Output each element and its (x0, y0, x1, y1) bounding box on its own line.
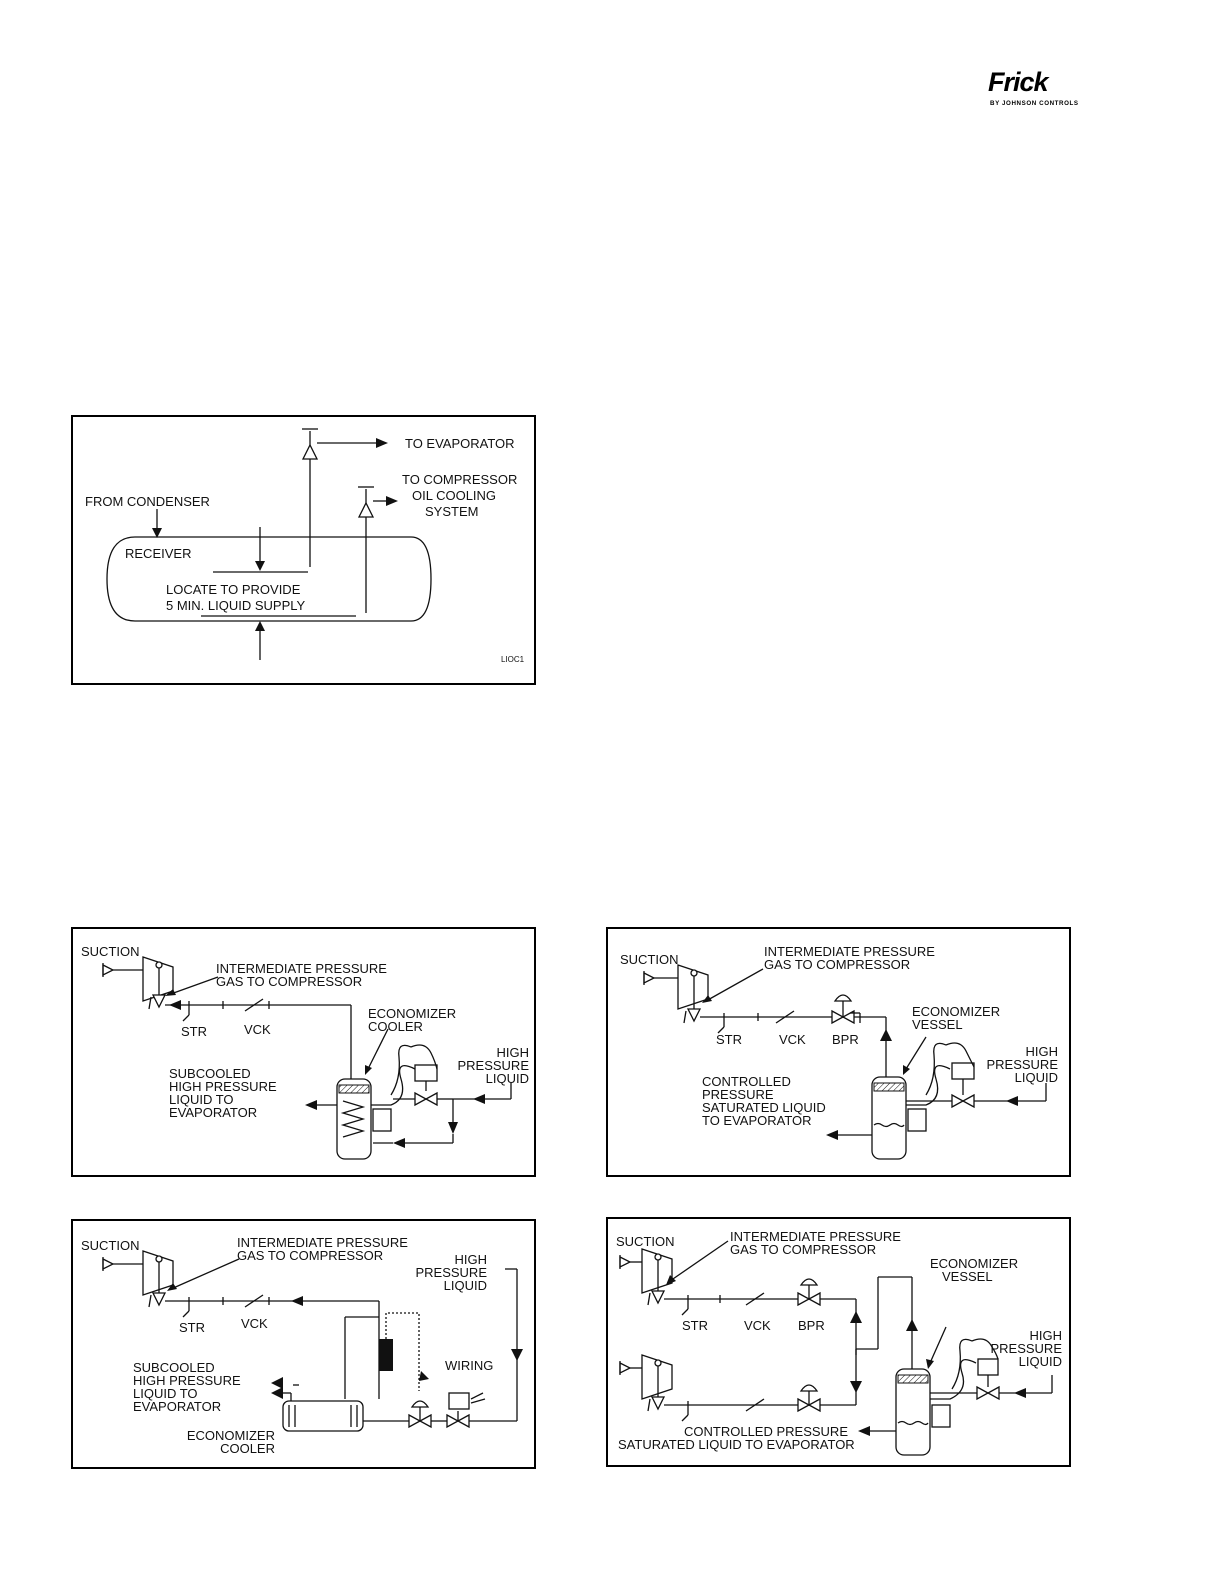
economizer-label-line2: COOLER (368, 1019, 423, 1034)
high-pressure-label-line3: LIQUID (485, 1071, 529, 1086)
economizer-label-line1: ECONOMIZER (186, 1428, 275, 1443)
figure-code: LIOC1 (501, 655, 525, 664)
str-label: STR (682, 1318, 708, 1333)
horizontal-economizer-cooler-diagram: SUCTION INTERMEDIATE PRESSURE GAS TO COM… (71, 1219, 536, 1469)
high-pressure-label-line3: LIQUID (443, 1278, 487, 1293)
controlled-label-line3: SATURATED LIQUID (702, 1100, 826, 1115)
locate-label-line2: 5 MIN. LIQUID SUPPLY (166, 598, 306, 613)
to-compressor-label-line2: OIL COOLING (412, 488, 497, 503)
controlled-label-line1: CONTROLLED (702, 1074, 791, 1089)
high-pressure-label-line1: HIGH (496, 1045, 530, 1060)
controlled-label-line1: CONTROLLED PRESSURE (684, 1424, 848, 1439)
subcooled-label-line2: HIGH PRESSURE (133, 1373, 241, 1388)
from-condenser-label: FROM CONDENSER (85, 494, 210, 509)
bpr-label: BPR (832, 1032, 859, 1047)
to-compressor-label-line1: TO COMPRESSOR (402, 472, 518, 487)
frick-logo: Frick BY JOHNSON CONTROLS (984, 64, 1079, 112)
economizer-label-line1: ECONOMIZER (368, 1006, 457, 1021)
bpr-label: BPR (798, 1318, 825, 1333)
economizer-cooler-drawing (102, 956, 512, 1160)
subcooled-label-line1: SUBCOOLED (169, 1066, 251, 1081)
str-label: STR (181, 1024, 207, 1039)
suction-label: SUCTION (81, 1238, 140, 1253)
high-pressure-label-line2: PRESSURE (986, 1057, 1058, 1072)
to-evaporator-label: TO EVAPORATOR (405, 436, 515, 451)
suction-label: SUCTION (616, 1234, 675, 1249)
subcooled-label-line1: SUBCOOLED (133, 1360, 215, 1375)
receiver-diagram: TO EVAPORATOR TO COMPRESSOR OIL COOLING … (71, 415, 536, 685)
locate-label-line1: LOCATE TO PROVIDE (166, 582, 301, 597)
vck-label: VCK (241, 1316, 268, 1331)
intermediate-label-line1: INTERMEDIATE PRESSURE (237, 1235, 408, 1250)
receiver-label: RECEIVER (125, 546, 192, 561)
dual-economizer-vessel-drawing (619, 1240, 1053, 1456)
suction-label: SUCTION (81, 944, 140, 959)
intermediate-label-line2: GAS TO COMPRESSOR (730, 1242, 877, 1257)
high-pressure-label-line1: HIGH (1029, 1328, 1063, 1343)
to-compressor-label-line3: SYSTEM (425, 504, 479, 519)
economizer-cooler-diagram: SUCTION INTERMEDIATE PRESSURE GAS TO COM… (71, 927, 536, 1177)
horizontal-economizer-cooler-drawing (102, 1250, 523, 1432)
economizer-label-line2: VESSEL (912, 1017, 963, 1032)
high-pressure-label-line1: HIGH (454, 1252, 488, 1267)
economizer-label-line1: ECONOMIZER (912, 1004, 1001, 1019)
vck-label: VCK (244, 1022, 271, 1037)
suction-label: SUCTION (620, 952, 679, 967)
logo-brand: Frick (988, 67, 1049, 97)
high-pressure-label-line2: PRESSURE (457, 1058, 529, 1073)
high-pressure-label-line3: LIQUID (1014, 1070, 1058, 1085)
intermediate-label-line1: INTERMEDIATE PRESSURE (216, 961, 387, 976)
str-label: STR (179, 1320, 205, 1335)
subcooled-label-line3: LIQUID TO (133, 1386, 198, 1401)
intermediate-label-line2: GAS TO COMPRESSOR (216, 974, 363, 989)
dual-economizer-vessel-diagram: SUCTION INTERMEDIATE PRESSURE GAS TO COM… (606, 1217, 1071, 1467)
high-pressure-label-line2: PRESSURE (415, 1265, 487, 1280)
receiver-diagram-drawing (106, 428, 432, 660)
wiring-label: WIRING (445, 1358, 494, 1373)
economizer-label-line1: ECONOMIZER (930, 1256, 1019, 1271)
high-pressure-label-line1: HIGH (1025, 1044, 1059, 1059)
intermediate-label-line2: GAS TO COMPRESSOR (237, 1248, 384, 1263)
economizer-label-line2: VESSEL (942, 1269, 993, 1284)
vck-label: VCK (744, 1318, 771, 1333)
logo-tagline: BY JOHNSON CONTROLS (990, 100, 1079, 107)
subcooled-label-line2: HIGH PRESSURE (169, 1079, 277, 1094)
controlled-label-line2: PRESSURE (702, 1087, 774, 1102)
subcooled-label-line4: EVAPORATOR (133, 1399, 222, 1414)
high-pressure-label-line3: LIQUID (1018, 1354, 1062, 1369)
intermediate-label-line1: INTERMEDIATE PRESSURE (764, 944, 935, 959)
controlled-label-line4: TO EVAPORATOR (702, 1113, 812, 1128)
high-pressure-label-line2: PRESSURE (990, 1341, 1062, 1356)
intermediate-label-line2: GAS TO COMPRESSOR (764, 957, 911, 972)
economizer-label-line2: COOLER (220, 1441, 275, 1456)
controlled-label-line2: SATURATED LIQUID TO EVAPORATOR (618, 1437, 855, 1452)
str-label: STR (716, 1032, 742, 1047)
vck-label: VCK (779, 1032, 806, 1047)
intermediate-label-line1: INTERMEDIATE PRESSURE (730, 1229, 901, 1244)
economizer-vessel-drawing (643, 964, 1047, 1160)
subcooled-label-line4: EVAPORATOR (169, 1105, 258, 1120)
economizer-vessel-diagram: SUCTION INTERMEDIATE PRESSURE GAS TO COM… (606, 927, 1071, 1177)
subcooled-label-line3: LIQUID TO (169, 1092, 234, 1107)
